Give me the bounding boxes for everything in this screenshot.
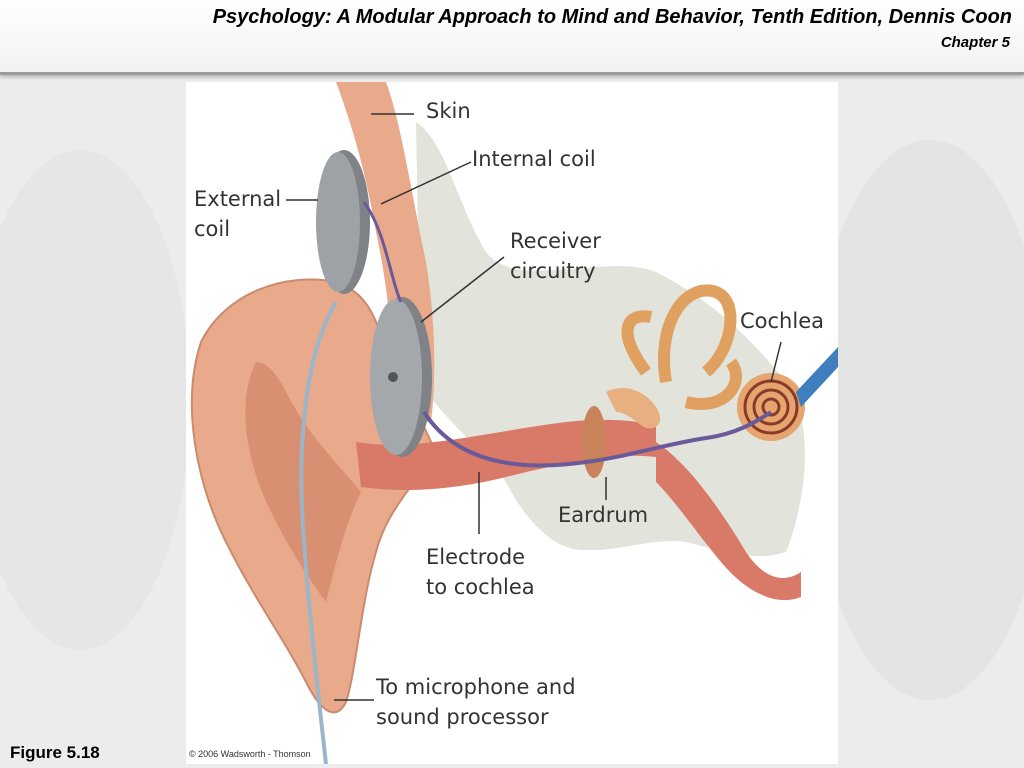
label-external-coil: External coil (194, 187, 282, 241)
receiver-unit (370, 297, 432, 457)
label-skin: Skin (426, 99, 471, 123)
coil-wires (362, 201, 403, 303)
eustachian-tube (656, 442, 801, 601)
microphone-cable (299, 300, 338, 764)
cochlea-spiral (737, 373, 805, 441)
slide-header: Psychology: A Modular Approach to Mind a… (0, 0, 1024, 75)
label-internal-coil: Internal coil (472, 147, 596, 171)
leader-lines (286, 113, 782, 701)
label-electrode: Electrode to cochlea (426, 545, 535, 599)
book-title: Psychology: A Modular Approach to Mind a… (212, 6, 1012, 28)
ear-canal (356, 419, 656, 490)
label-receiver-circuitry: Receiver circuitry (510, 229, 601, 283)
electrode-wire (422, 410, 773, 468)
figure-caption: Figure 5.18 (10, 743, 100, 762)
eardrum (582, 406, 606, 478)
copyright-notice: © 2006 Wadsworth - Thomson (189, 749, 311, 759)
semicircular-canals (621, 284, 742, 410)
chapter-label: Chapter 5 (940, 34, 1010, 51)
cochlear-implant-diagram: Skin Internal coil External coil Receive… (186, 82, 838, 764)
temporal-bone (416, 122, 805, 557)
label-microphone: To microphone and sound processor (376, 675, 576, 729)
label-cochlea: Cochlea (740, 309, 824, 333)
label-eardrum: Eardrum (558, 503, 649, 527)
auditory-nerve (796, 347, 838, 407)
external-coil (316, 150, 370, 294)
ossicles (606, 387, 661, 429)
ear-illustration (190, 82, 838, 764)
